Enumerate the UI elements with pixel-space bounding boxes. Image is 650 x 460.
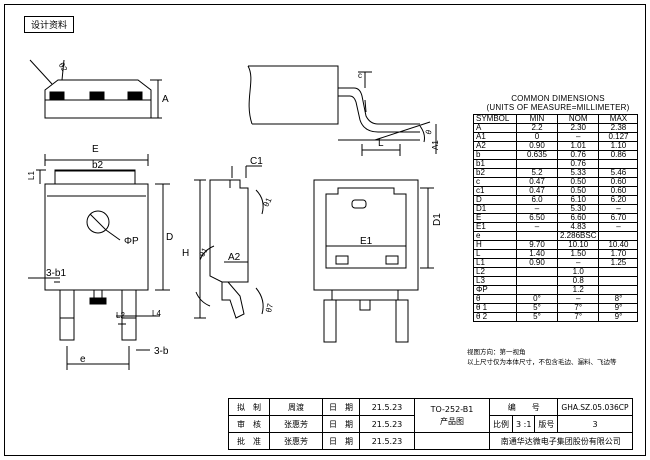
tb-number-value: GHA.SZ.05.036CP [557, 398, 633, 416]
dim-nom: 7° [556, 312, 600, 322]
label-L4: L4 [152, 309, 161, 318]
tb-date-label-3: 日 期 [322, 432, 360, 450]
label-L: L [378, 138, 384, 149]
tb-date-label-2: 日 期 [322, 415, 360, 433]
tb-scale-label: 比例 [489, 415, 513, 433]
tb-rev-value: 3 [557, 415, 633, 433]
dim-max [598, 267, 639, 277]
side-view [194, 165, 264, 319]
dim-min: 0.90 [516, 258, 558, 268]
label-E1: E1 [360, 236, 373, 247]
tb-draw-label: 拟 制 [228, 398, 270, 416]
dimension-row: E1–4.83– [473, 222, 639, 232]
note-dimension-scope: 以上尺寸仅为本体尺寸，不包含毛边、漏料、飞边等 [467, 358, 617, 366]
label-L1: L1 [27, 171, 36, 180]
label-c: c [358, 71, 362, 80]
tb-product-sub: 产品图 [440, 416, 464, 426]
tb-rev-label: 版号 [534, 415, 559, 433]
label-b2: b2 [92, 160, 104, 171]
label-theta7: θ7 [264, 302, 275, 313]
dim-min: – [516, 222, 558, 232]
label-3-b1: 3-b1 [46, 268, 66, 279]
dim-symbol: θ 2 [473, 312, 517, 322]
label-A1: A1 [431, 140, 440, 150]
tb-approve-name: 张惠芳 [269, 432, 323, 450]
dimension-table-title: COMMON DIMENSIONS (UNITS OF MEASURE=MILL… [473, 94, 643, 112]
tb-blank [414, 432, 490, 450]
dim-min [516, 276, 558, 286]
dim-max: 0.86 [598, 150, 639, 160]
tb-product: TO-252-B1 产品图 [414, 398, 490, 433]
tb-check-name: 张惠芳 [269, 415, 323, 433]
title-block: 拟 制 周渡 日 期 21.5.23 TO-252-B1 产品图 编 号 GHA… [228, 398, 633, 450]
tb-company: 南通华达微电子集团股份有限公司 [489, 432, 633, 450]
document-stamp: 设计资料 [24, 16, 75, 33]
dim-max: 1.25 [598, 258, 639, 268]
label-theta2: θ2 [57, 61, 70, 74]
label-e: e [80, 354, 86, 365]
tb-scale-value: 3 :1 [511, 415, 536, 433]
label-theta: θ [424, 128, 434, 136]
lead-detail-view [247, 65, 437, 156]
label-H: H [182, 248, 189, 259]
tb-product-code: TO-252-B1 [430, 404, 474, 414]
dim-max: – [598, 222, 639, 232]
back-view [313, 179, 434, 343]
dim-max: 9° [598, 312, 639, 322]
dim-min: 0.635 [516, 150, 558, 160]
tb-date-1: 21.5.23 [359, 398, 415, 416]
label-D: D [166, 232, 173, 243]
label-D1: D1 [432, 213, 443, 226]
end-view [29, 59, 162, 119]
label-phiP: ΦP [124, 236, 139, 247]
label-theta1-a: θ1 [262, 196, 274, 208]
label-A: A [162, 94, 169, 105]
tb-date-label-1: 日 期 [322, 398, 360, 416]
label-E: E [92, 144, 99, 155]
tb-draw-name: 周渡 [269, 398, 323, 416]
drawing-frame [4, 4, 646, 456]
label-3-b: 3-b [154, 346, 169, 357]
dim-max [598, 276, 639, 286]
label-theta1-b: θ1 [198, 246, 210, 258]
tb-date-3: 21.5.23 [359, 432, 415, 450]
tb-number-label: 编 号 [488, 398, 559, 416]
dim-min: 5° [516, 312, 558, 322]
front-view [28, 154, 170, 370]
tb-date-2: 21.5.23 [359, 415, 415, 433]
note-view-direction: 视图方向：第一视角 [467, 348, 526, 356]
label-A2: A2 [228, 252, 241, 263]
table-title-line2: (UNITS OF MEASURE=MILLIMETER) [486, 103, 630, 112]
tb-approve-label: 批 准 [228, 432, 270, 450]
table-title-line1: COMMON DIMENSIONS [511, 94, 605, 103]
dimension-row: D1–5.30– [473, 204, 639, 214]
tb-check-label: 审 核 [228, 415, 270, 433]
label-C1: C1 [250, 156, 263, 167]
dim-min [516, 267, 558, 277]
label-L2: L2 [116, 311, 125, 320]
